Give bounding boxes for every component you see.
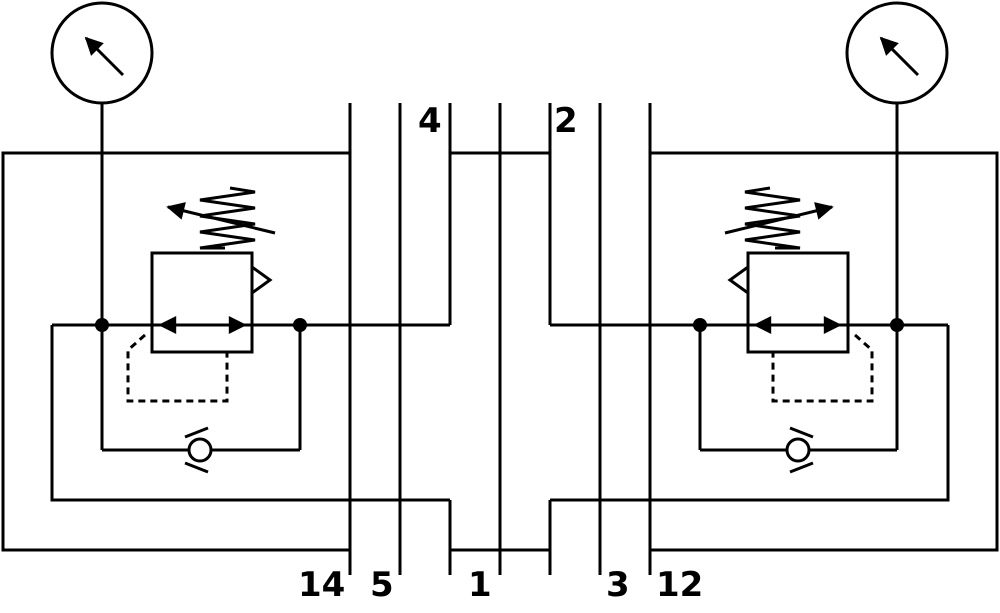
port-label-4: 4 bbox=[418, 101, 442, 141]
right-regulator-section bbox=[550, 1, 950, 502]
port-label-2: 2 bbox=[554, 101, 578, 141]
check-valve-icon bbox=[184, 426, 213, 474]
pressure-gauge-icon bbox=[845, 1, 949, 105]
port-label-3: 3 bbox=[606, 565, 630, 605]
center-channels bbox=[348, 103, 652, 575]
port-label-5: 5 bbox=[370, 565, 394, 605]
pressure-gauge-icon bbox=[50, 1, 154, 105]
port-label-12: 12 bbox=[656, 565, 703, 605]
junction-dot bbox=[95, 318, 109, 332]
port-label-1: 1 bbox=[468, 565, 492, 605]
pressure-regulator-icon bbox=[126, 186, 276, 403]
check-valve-icon bbox=[785, 426, 814, 474]
port-label-14: 14 bbox=[298, 565, 345, 605]
pressure-regulator-icon bbox=[724, 186, 874, 403]
left-regulator-section bbox=[50, 1, 450, 502]
junction-dot bbox=[890, 318, 904, 332]
